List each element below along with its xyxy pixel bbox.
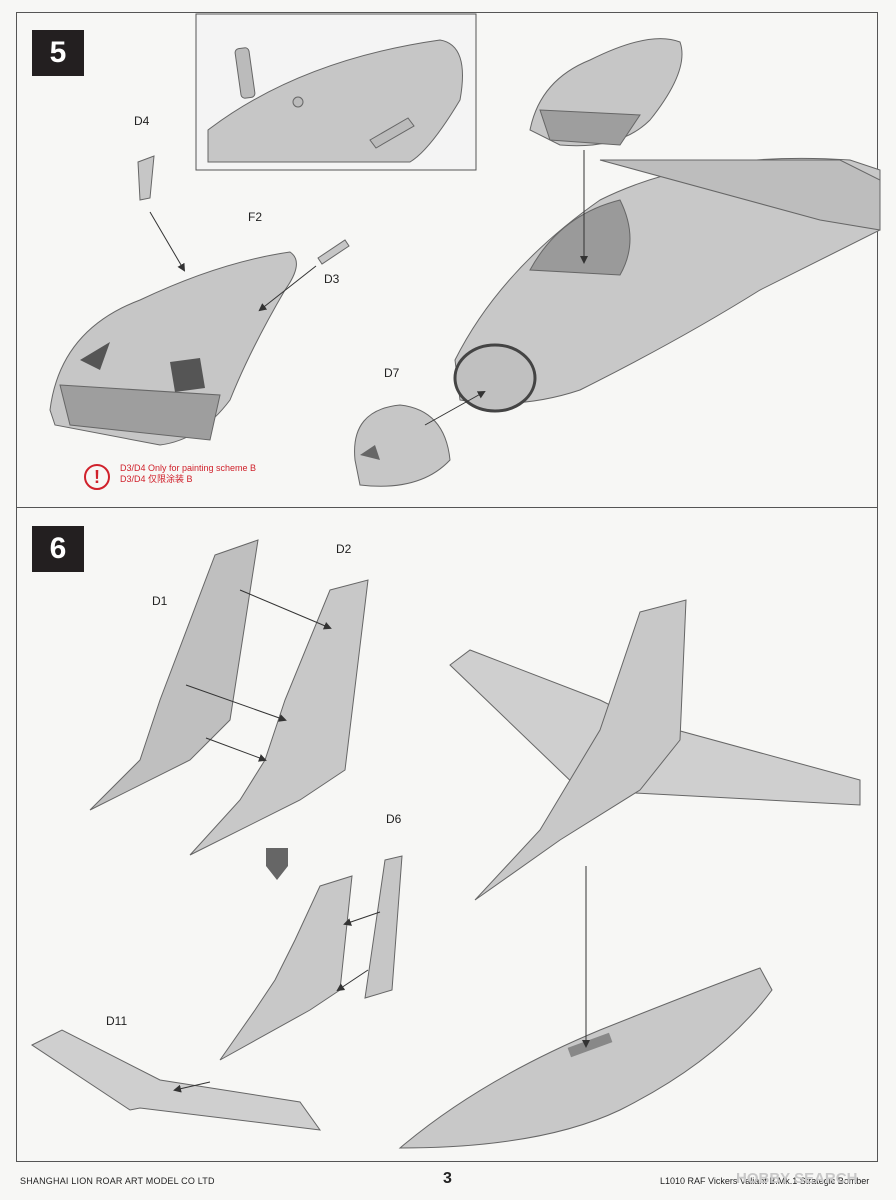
d6-part xyxy=(364,855,403,999)
d3-part xyxy=(317,239,350,265)
label-d4: D4 xyxy=(134,114,150,128)
exclamation-icon: ! xyxy=(84,464,110,490)
fin-assembled xyxy=(474,599,687,901)
label-d3: D3 xyxy=(324,272,340,286)
step-divider xyxy=(16,507,878,508)
footer-product: L1010 RAF Vickers Valiant B.Mk.1 Strateg… xyxy=(660,1176,870,1186)
watermark: HOBBY SEARCH xyxy=(736,1170,858,1187)
label-d7: D7 xyxy=(384,366,400,380)
nose-cockpit-frame xyxy=(59,384,221,441)
inset-d3-part xyxy=(369,117,415,149)
label-f2: F2 xyxy=(248,210,263,224)
nose-ring xyxy=(453,343,537,413)
painting-note: D3/D4 Only for painting scheme B D3/D4 仅… xyxy=(120,463,256,485)
rear-fuselage xyxy=(398,967,773,1149)
page-frame xyxy=(16,12,878,1162)
page-number: 3 xyxy=(443,1170,452,1187)
note-line-2: D3/D4 仅限涂装 B xyxy=(120,474,193,484)
down-arrow xyxy=(266,848,288,880)
inset-d4-part xyxy=(234,47,256,99)
wing-root xyxy=(599,159,881,231)
fuselage-front xyxy=(454,157,881,404)
fin-subassembly xyxy=(219,875,353,1061)
nose-window xyxy=(170,358,205,392)
label-d6: D6 xyxy=(386,812,402,826)
label-d2: D2 xyxy=(336,542,352,556)
label-d11: D11 xyxy=(106,1014,128,1028)
d4-part xyxy=(137,155,155,201)
note-line-1: D3/D4 Only for painting scheme B xyxy=(120,463,257,473)
d11-part xyxy=(31,1029,322,1131)
label-d1: D1 xyxy=(152,594,168,608)
footer-company: SHANGHAI LION ROAR ART MODEL CO LTD xyxy=(20,1176,215,1186)
d7-part xyxy=(354,404,451,487)
step-5-badge: 5 xyxy=(32,30,84,76)
cockpit-opening xyxy=(529,199,631,276)
step-6-badge: 6 xyxy=(32,526,84,572)
d1-part xyxy=(89,539,259,811)
